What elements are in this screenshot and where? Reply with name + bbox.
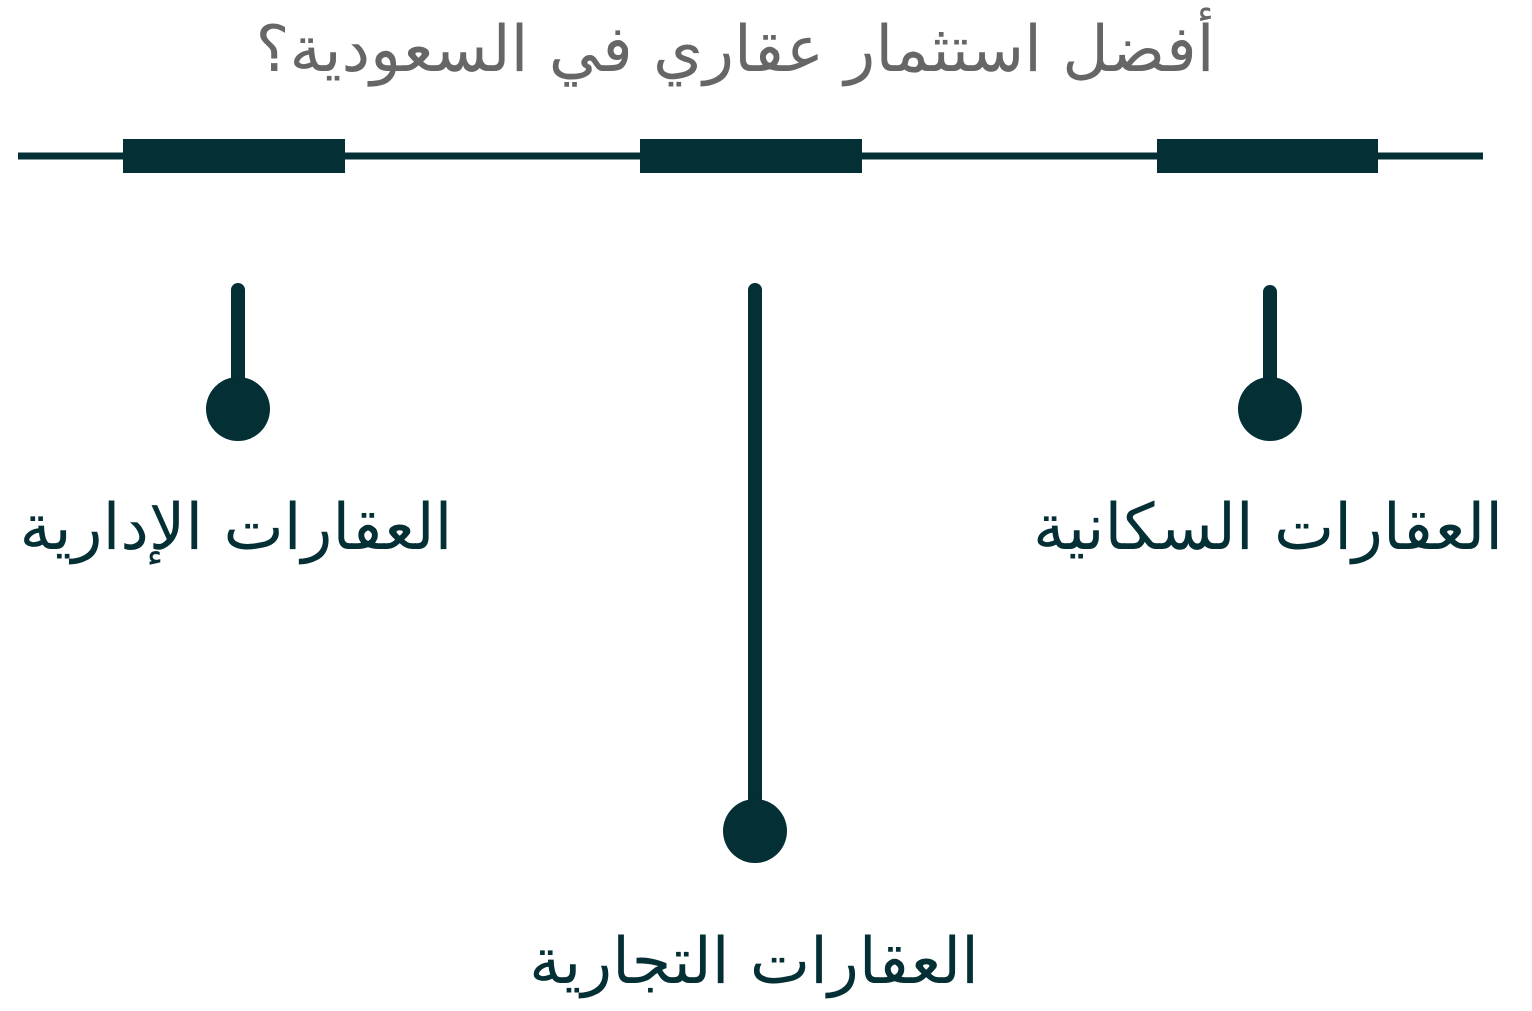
diagram-title: أفضل استثمار عقاري في السعودية؟ [255, 13, 1215, 87]
label-residential: العقارات السكانية [1033, 491, 1503, 565]
label-administrative: العقارات الإدارية [19, 491, 453, 565]
segment-administrative [123, 139, 345, 173]
pin-dot-commercial [723, 799, 787, 863]
segment-residential [1157, 139, 1378, 173]
segment-commercial [640, 139, 862, 173]
pin-dot-administrative [206, 377, 270, 441]
pin-dot-residential [1238, 377, 1302, 441]
label-commercial: العقارات التجارية [529, 925, 979, 999]
